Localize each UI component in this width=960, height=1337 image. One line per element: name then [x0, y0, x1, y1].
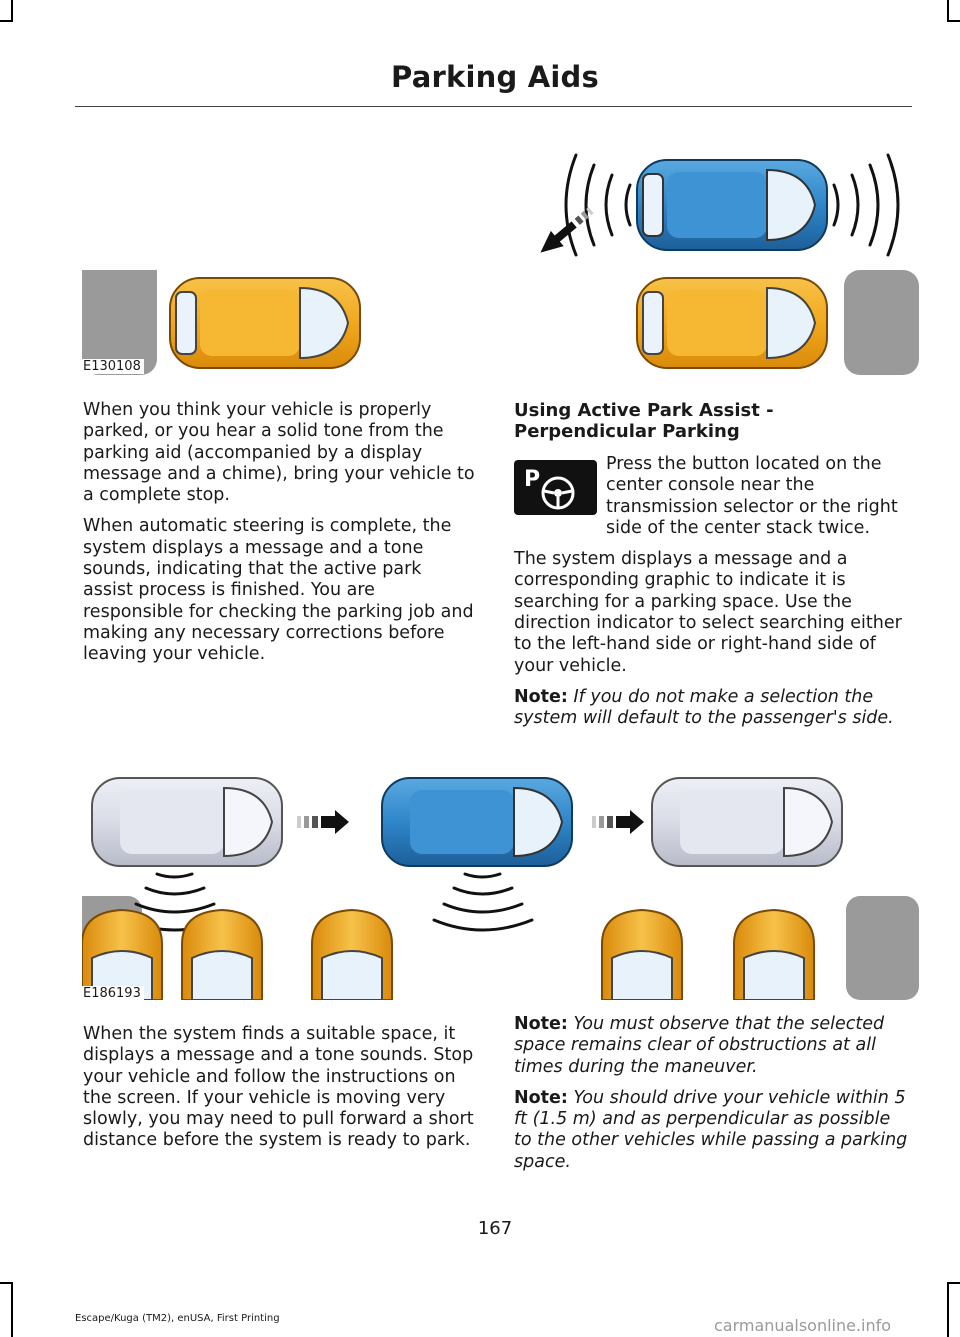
- body-text-right-1: Using Active Park Assist - Perpendicular…: [514, 400, 909, 740]
- note: Note: If you do not make a selection the…: [514, 687, 909, 730]
- figure-perpendicular-search: E186193: [80, 768, 919, 1001]
- body-text-right-2: Note: You must observe that the selected…: [514, 1014, 909, 1183]
- figure-perpendicular-search-illustration: [82, 777, 919, 1000]
- crop-mark: [947, 1282, 949, 1337]
- crop-mark: [947, 0, 949, 20]
- note-label: Note:: [514, 1087, 568, 1108]
- crop-mark: [0, 1282, 13, 1284]
- paragraph: When the system finds a suitable space, …: [83, 1024, 474, 1151]
- figure-id: E130108: [80, 359, 144, 374]
- note: Note: You should drive your vehicle with…: [514, 1088, 909, 1173]
- crop-mark: [11, 1282, 13, 1337]
- figure-parallel-approach-illustration: [82, 153, 919, 375]
- body-text-left-2: When the system finds a suitable space, …: [83, 1024, 475, 1162]
- note-text: You must observe that the selected space…: [514, 1014, 885, 1077]
- footer-text: Escape/Kuga (TM2), enUSA, First Printing: [75, 1313, 280, 1324]
- paragraph: When automatic steering is complete, the…: [83, 516, 474, 665]
- svg-text:P: P: [524, 467, 540, 492]
- body-text-left-1: When you think your vehicle is properly …: [83, 400, 475, 676]
- watermark: carmanualsonline.info: [714, 1316, 892, 1335]
- page-number: 167: [477, 1218, 513, 1239]
- paragraph: The system displays a message and a corr…: [514, 549, 902, 676]
- crop-mark: [0, 20, 13, 22]
- figure-parallel-approach: E130108: [80, 145, 919, 375]
- crop-mark: [11, 0, 13, 20]
- note-text: You should drive your vehicle within 5 f…: [514, 1087, 908, 1172]
- note: Note: You must observe that the selected…: [514, 1014, 909, 1078]
- paragraph: Press the button located on the center c…: [606, 454, 898, 538]
- note-label: Note:: [514, 686, 568, 707]
- crop-mark: [947, 1282, 960, 1284]
- header-divider: [75, 106, 912, 107]
- crop-mark: [947, 20, 960, 22]
- note-label: Note:: [514, 1014, 568, 1034]
- section-heading: Using Active Park Assist - Perpendicular…: [514, 400, 774, 442]
- active-park-assist-button-icon: P: [514, 460, 597, 515]
- note-text: If you do not make a selection the syste…: [514, 686, 894, 729]
- paragraph: When you think your vehicle is properly …: [83, 400, 475, 506]
- figure-id: E186193: [80, 986, 144, 1001]
- page-title: Parking Aids: [391, 60, 599, 94]
